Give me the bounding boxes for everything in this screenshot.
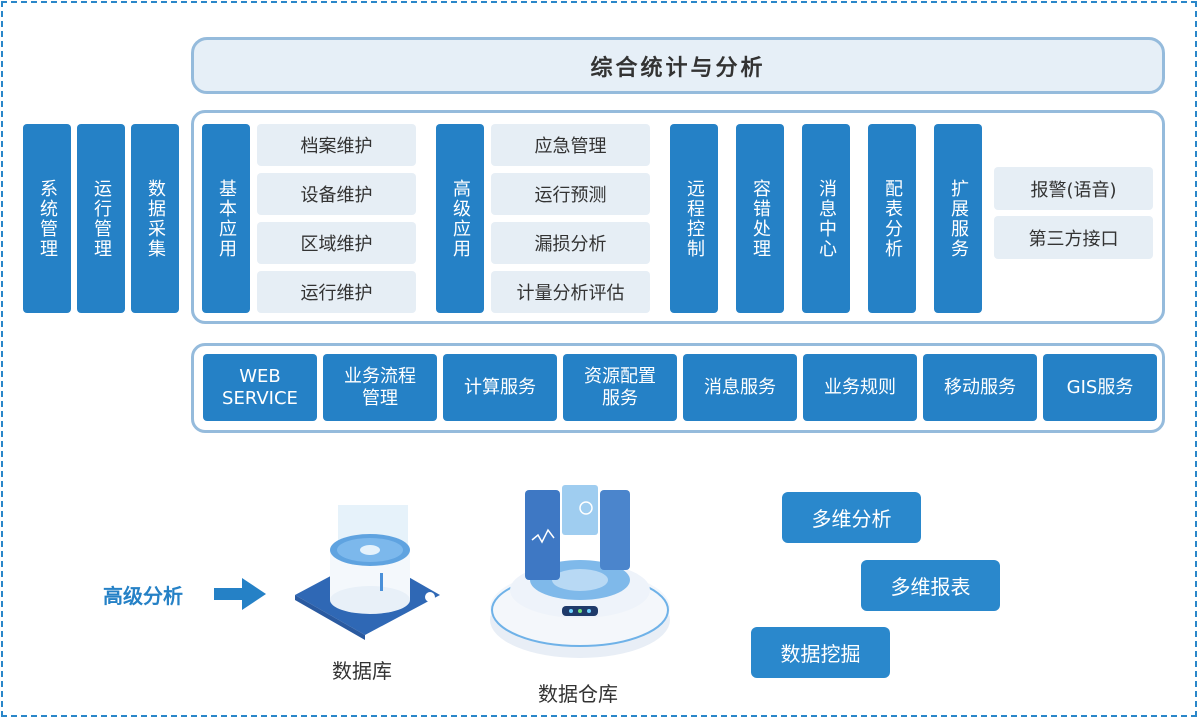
column-label: 基本应用 <box>216 178 237 259</box>
header-title: 综合统计与分析 <box>590 55 766 81</box>
item-label: 运行维护 <box>300 283 373 304</box>
column-label: 配表分析 <box>882 178 903 259</box>
column-operation-management: 运行管理 <box>77 124 125 313</box>
item-label: 区域维护 <box>300 234 373 255</box>
header-banner: 综合统计与分析 <box>191 37 1165 94</box>
column-label: 运行管理 <box>91 178 112 259</box>
column-advanced-application: 高级应用 <box>436 124 484 313</box>
service-business-rules: 业务规则 <box>803 354 917 421</box>
item-operation-forecast: 运行预测 <box>491 173 650 215</box>
service-label: 移动服务 <box>944 376 1016 398</box>
service-mobile: 移动服务 <box>923 354 1037 421</box>
service-workflow-management: 业务流程 管理 <box>323 354 437 421</box>
tag-label: 数据挖掘 <box>780 642 861 666</box>
service-resource-config: 资源配置 服务 <box>563 354 677 421</box>
service-messaging: 消息服务 <box>683 354 797 421</box>
tag-multidimensional-report: 多维报表 <box>861 560 1000 611</box>
item-area-maintenance: 区域维护 <box>257 222 416 264</box>
service-label: 消息服务 <box>704 376 776 398</box>
column-meter-analysis: 配表分析 <box>868 124 916 313</box>
column-data-collection: 数据采集 <box>131 124 179 313</box>
service-label: 资源配置 服务 <box>584 365 656 409</box>
column-label: 高级应用 <box>450 178 471 259</box>
tag-multidimensional-analysis: 多维分析 <box>782 492 921 543</box>
data-warehouse-label: 数据仓库 <box>538 682 618 706</box>
column-basic-application: 基本应用 <box>202 124 250 313</box>
service-label: GIS服务 <box>1066 376 1134 398</box>
tag-label: 多维报表 <box>890 575 971 599</box>
advanced-analysis-label: 高级分析 <box>103 584 183 608</box>
service-label: 计算服务 <box>464 376 536 398</box>
column-remote-control: 远程控制 <box>670 124 718 313</box>
database-icon <box>295 505 440 640</box>
column-label: 数据采集 <box>145 178 166 259</box>
column-system-management: 系统管理 <box>23 124 71 313</box>
column-message-center: 消息中心 <box>802 124 850 313</box>
tag-data-mining: 数据挖掘 <box>751 627 890 678</box>
item-label: 报警(语音) <box>1030 179 1117 201</box>
item-alarm-voice: 报警(语音) <box>994 167 1153 210</box>
item-label: 设备维护 <box>300 185 373 206</box>
item-emergency-management: 应急管理 <box>491 124 650 166</box>
database-label: 数据库 <box>332 659 392 683</box>
arrow-right-icon <box>214 578 266 610</box>
column-extension-services: 扩展服务 <box>934 124 982 313</box>
item-metering-evaluation: 计量分析评估 <box>491 271 650 313</box>
service-label: WEB SERVICE <box>222 365 298 409</box>
item-third-party-interface: 第三方接口 <box>994 216 1153 259</box>
item-operation-maintenance: 运行维护 <box>257 271 416 313</box>
column-label: 远程控制 <box>684 178 705 259</box>
column-label: 消息中心 <box>816 178 837 259</box>
data-warehouse-icon <box>490 485 670 658</box>
service-gis: GIS服务 <box>1043 354 1157 421</box>
service-web-service: WEB SERVICE <box>203 354 317 421</box>
service-computation: 计算服务 <box>443 354 557 421</box>
item-label: 第三方接口 <box>1028 228 1119 250</box>
item-archive-maintenance: 档案维护 <box>257 124 416 166</box>
service-label: 业务流程 管理 <box>344 365 416 409</box>
item-label: 计量分析评估 <box>516 283 625 304</box>
column-label: 容错处理 <box>750 178 771 259</box>
column-label: 扩展服务 <box>948 178 969 259</box>
item-device-maintenance: 设备维护 <box>257 173 416 215</box>
item-label: 漏损分析 <box>534 234 607 255</box>
tag-label: 多维分析 <box>811 507 892 531</box>
item-label: 档案维护 <box>300 136 373 157</box>
item-label: 运行预测 <box>534 185 607 206</box>
item-label: 应急管理 <box>534 136 607 157</box>
service-label: 业务规则 <box>824 376 896 398</box>
column-fault-tolerance: 容错处理 <box>736 124 784 313</box>
item-leakage-analysis: 漏损分析 <box>491 222 650 264</box>
column-label: 系统管理 <box>37 178 58 259</box>
